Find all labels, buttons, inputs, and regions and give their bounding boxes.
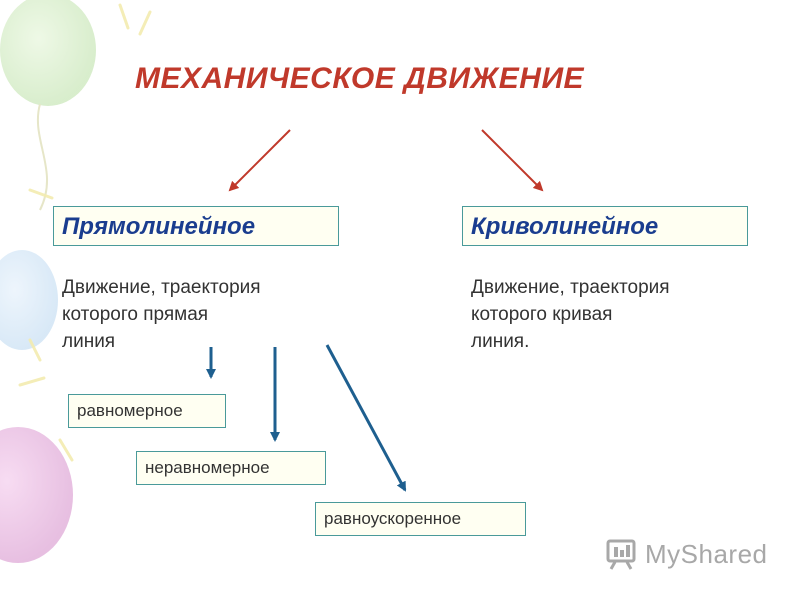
arrow-to-rectilinear xyxy=(228,129,291,192)
description-line: которого кривая xyxy=(471,304,613,325)
myshared-watermark: MyShared xyxy=(605,534,775,574)
description-line: линия. xyxy=(471,331,530,352)
arrow-to-uniformly-accelerated xyxy=(325,344,407,492)
uniform-motion-box: равномерное xyxy=(68,394,226,428)
curvilinear-description: Движение, траектория которого кривая лин… xyxy=(471,274,761,355)
description-line: линия xyxy=(62,331,116,352)
description-line: Движение, траектория xyxy=(471,277,670,298)
arrow-to-curvilinear xyxy=(481,129,544,192)
watermark-text: MyShared xyxy=(645,538,768,569)
nonuniform-motion-box: неравномерное xyxy=(136,451,326,485)
uniformly-accelerated-motion-box: равноускоренное xyxy=(315,502,526,536)
description-line: Движение, траектория xyxy=(62,277,261,298)
description-line: которого прямая xyxy=(62,304,209,325)
myshared-logo-icon xyxy=(606,539,636,570)
rectilinear-description: Движение, траектория которого прямая лин… xyxy=(62,274,352,355)
rectilinear-box: Прямолинейное xyxy=(53,206,339,246)
curvilinear-box: Криволинейное xyxy=(462,206,748,246)
diagram-title: МЕХАНИЧЕСКОЕ ДВИЖЕНИЕ xyxy=(135,62,585,95)
